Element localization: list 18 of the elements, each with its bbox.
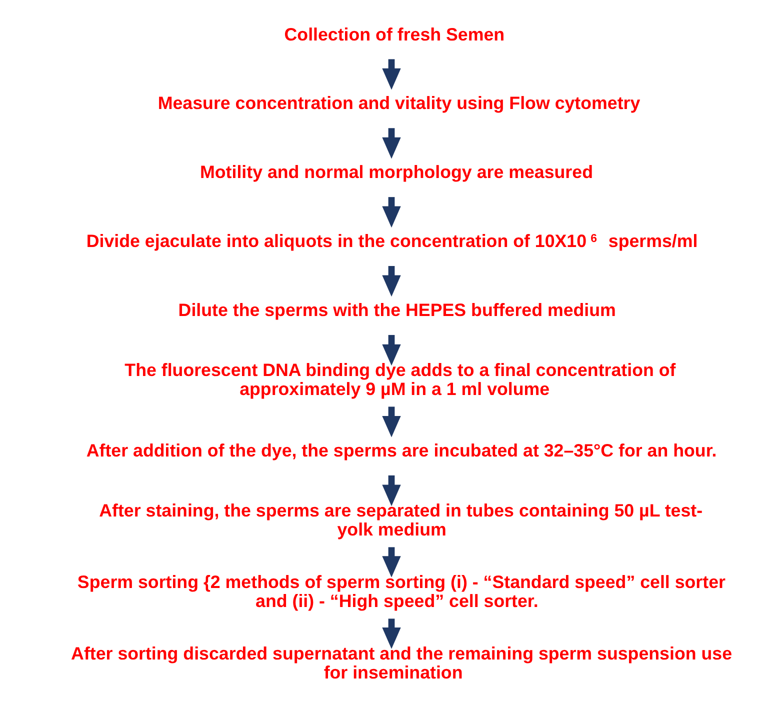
arrow [382,475,401,506]
node-text: After sorting discarded supernatant and the remaining sperm suspension use for insemination [71,643,732,683]
node-text: After addition of the dye, the sperms are incubated at 32–35°C for an hour. [86,440,717,460]
arrow [382,128,401,159]
node-text: Motility and normal morphology are measured [200,162,593,182]
arrow [382,266,401,297]
arrow [382,406,401,438]
arrow [382,618,401,649]
node-text: After staining, the sperms are separated in tubes containing 50 µL test- yolk medium [99,500,703,540]
node-text: Measure concentration and vitality using Flow cytometry [158,93,640,114]
node-text: The fluorescent DNA binding dye adds to a final concentration of approximately 9 µM in a 1 ml volume [124,360,676,400]
node-text: Sperm sorting {2 methods of sperm sorting (i) - “Standard speed” cell sorter and (ii) - “High speed” cell sorter. [77,572,726,612]
node-text: Dilute the sperms with the HEPES buffered medium [178,300,616,320]
node-text: Collection of fresh Semen [284,24,505,44]
arrow [382,547,401,578]
arrow [382,59,401,90]
arrow [382,334,401,366]
arrow [382,197,401,228]
